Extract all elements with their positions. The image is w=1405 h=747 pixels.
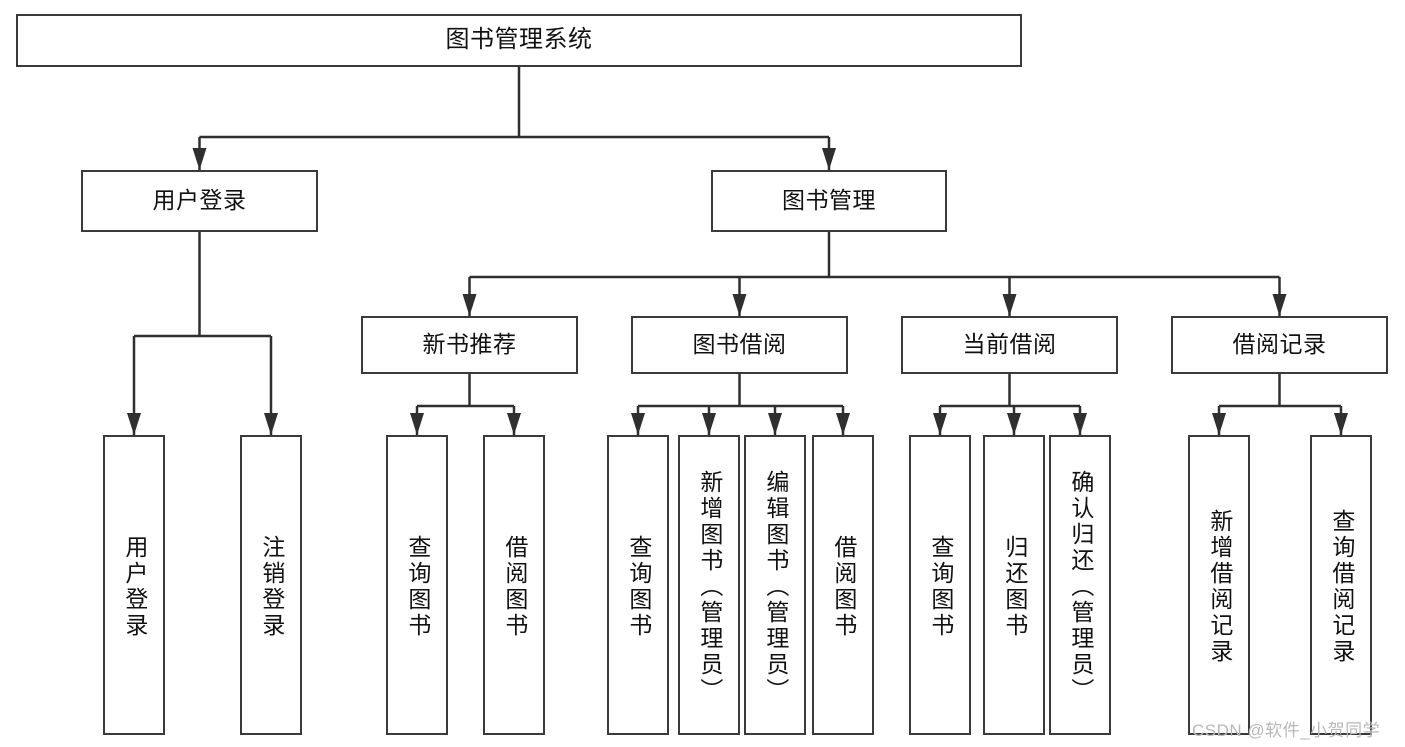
arrowhead-1-1 xyxy=(732,294,747,316)
node-label: 确认归还（管理员） xyxy=(1067,470,1094,704)
arrowhead-0-1 xyxy=(822,148,836,170)
node-label: 新增借阅记录 xyxy=(1206,509,1233,665)
node-l_b2[interactable]: 借阅图书 xyxy=(812,435,874,735)
node-label: 图书借阅 xyxy=(692,331,787,358)
arrowhead-2-0 xyxy=(127,413,141,435)
node-login[interactable]: 用户登录 xyxy=(81,170,318,232)
arrowhead-4-2 xyxy=(768,413,782,435)
arrowhead-4-0 xyxy=(631,413,645,435)
node-l_q2[interactable]: 查询图书 xyxy=(607,435,669,735)
arrowhead-2-1 xyxy=(264,413,278,435)
node-newbook[interactable]: 新书推荐 xyxy=(361,316,578,374)
node-label: 当前借阅 xyxy=(962,331,1057,358)
node-current[interactable]: 当前借阅 xyxy=(901,316,1118,374)
node-label: 编辑图书（管理员） xyxy=(762,470,789,704)
node-label: 查询图书 xyxy=(625,535,652,639)
node-label: 注销登录 xyxy=(258,535,285,639)
arrowhead-1-0 xyxy=(462,294,477,316)
node-l_qrec[interactable]: 查询借阅记录 xyxy=(1310,435,1372,735)
node-l_confirm[interactable]: 确认归还（管理员） xyxy=(1049,435,1111,735)
node-l_return[interactable]: 归还图书 xyxy=(983,435,1045,735)
arrowhead-5-0 xyxy=(933,413,947,435)
arrowhead-5-1 xyxy=(1007,413,1021,435)
node-bookmgmt[interactable]: 图书管理 xyxy=(711,170,947,232)
node-l_add[interactable]: 新增图书（管理员） xyxy=(678,435,740,735)
node-label: 新增图书（管理员） xyxy=(696,470,723,704)
node-root[interactable]: 图书管理系统 xyxy=(16,14,1022,67)
arrowhead-3-1 xyxy=(507,413,521,435)
node-l_q3[interactable]: 查询图书 xyxy=(909,435,971,735)
node-label: 图书管理系统 xyxy=(445,26,593,54)
node-l_addrec[interactable]: 新增借阅记录 xyxy=(1188,435,1250,735)
arrowhead-4-3 xyxy=(836,413,850,435)
arrowhead-3-0 xyxy=(410,413,424,435)
node-label: 归还图书 xyxy=(1001,535,1028,639)
node-borrow[interactable]: 图书借阅 xyxy=(631,316,848,374)
arrowhead-1-2 xyxy=(1002,294,1017,316)
node-label: 用户登录 xyxy=(121,535,148,639)
node-label: 借阅图书 xyxy=(501,535,528,639)
node-l_q1[interactable]: 查询图书 xyxy=(386,435,448,735)
node-l_logout[interactable]: 注销登录 xyxy=(240,435,302,735)
node-label: 查询借阅记录 xyxy=(1328,509,1355,665)
node-l_b1[interactable]: 借阅图书 xyxy=(483,435,545,735)
node-label: 用户登录 xyxy=(152,187,247,214)
node-l_userlogin[interactable]: 用户登录 xyxy=(103,435,165,735)
node-label: 借阅记录 xyxy=(1232,331,1327,358)
node-label: 图书管理 xyxy=(782,187,876,214)
arrowhead-1-3 xyxy=(1272,294,1287,316)
node-records[interactable]: 借阅记录 xyxy=(1171,316,1388,374)
node-l_edit[interactable]: 编辑图书（管理员） xyxy=(744,435,806,735)
node-label: 新书推荐 xyxy=(422,331,517,358)
node-label: 查询图书 xyxy=(927,535,954,639)
node-label: 查询图书 xyxy=(404,535,431,639)
arrowhead-6-1 xyxy=(1334,413,1348,435)
arrowhead-5-2 xyxy=(1073,413,1087,435)
node-label: 借阅图书 xyxy=(830,535,857,639)
arrowhead-0-0 xyxy=(192,148,207,170)
arrowhead-6-0 xyxy=(1212,413,1226,435)
arrowhead-4-1 xyxy=(702,413,716,435)
